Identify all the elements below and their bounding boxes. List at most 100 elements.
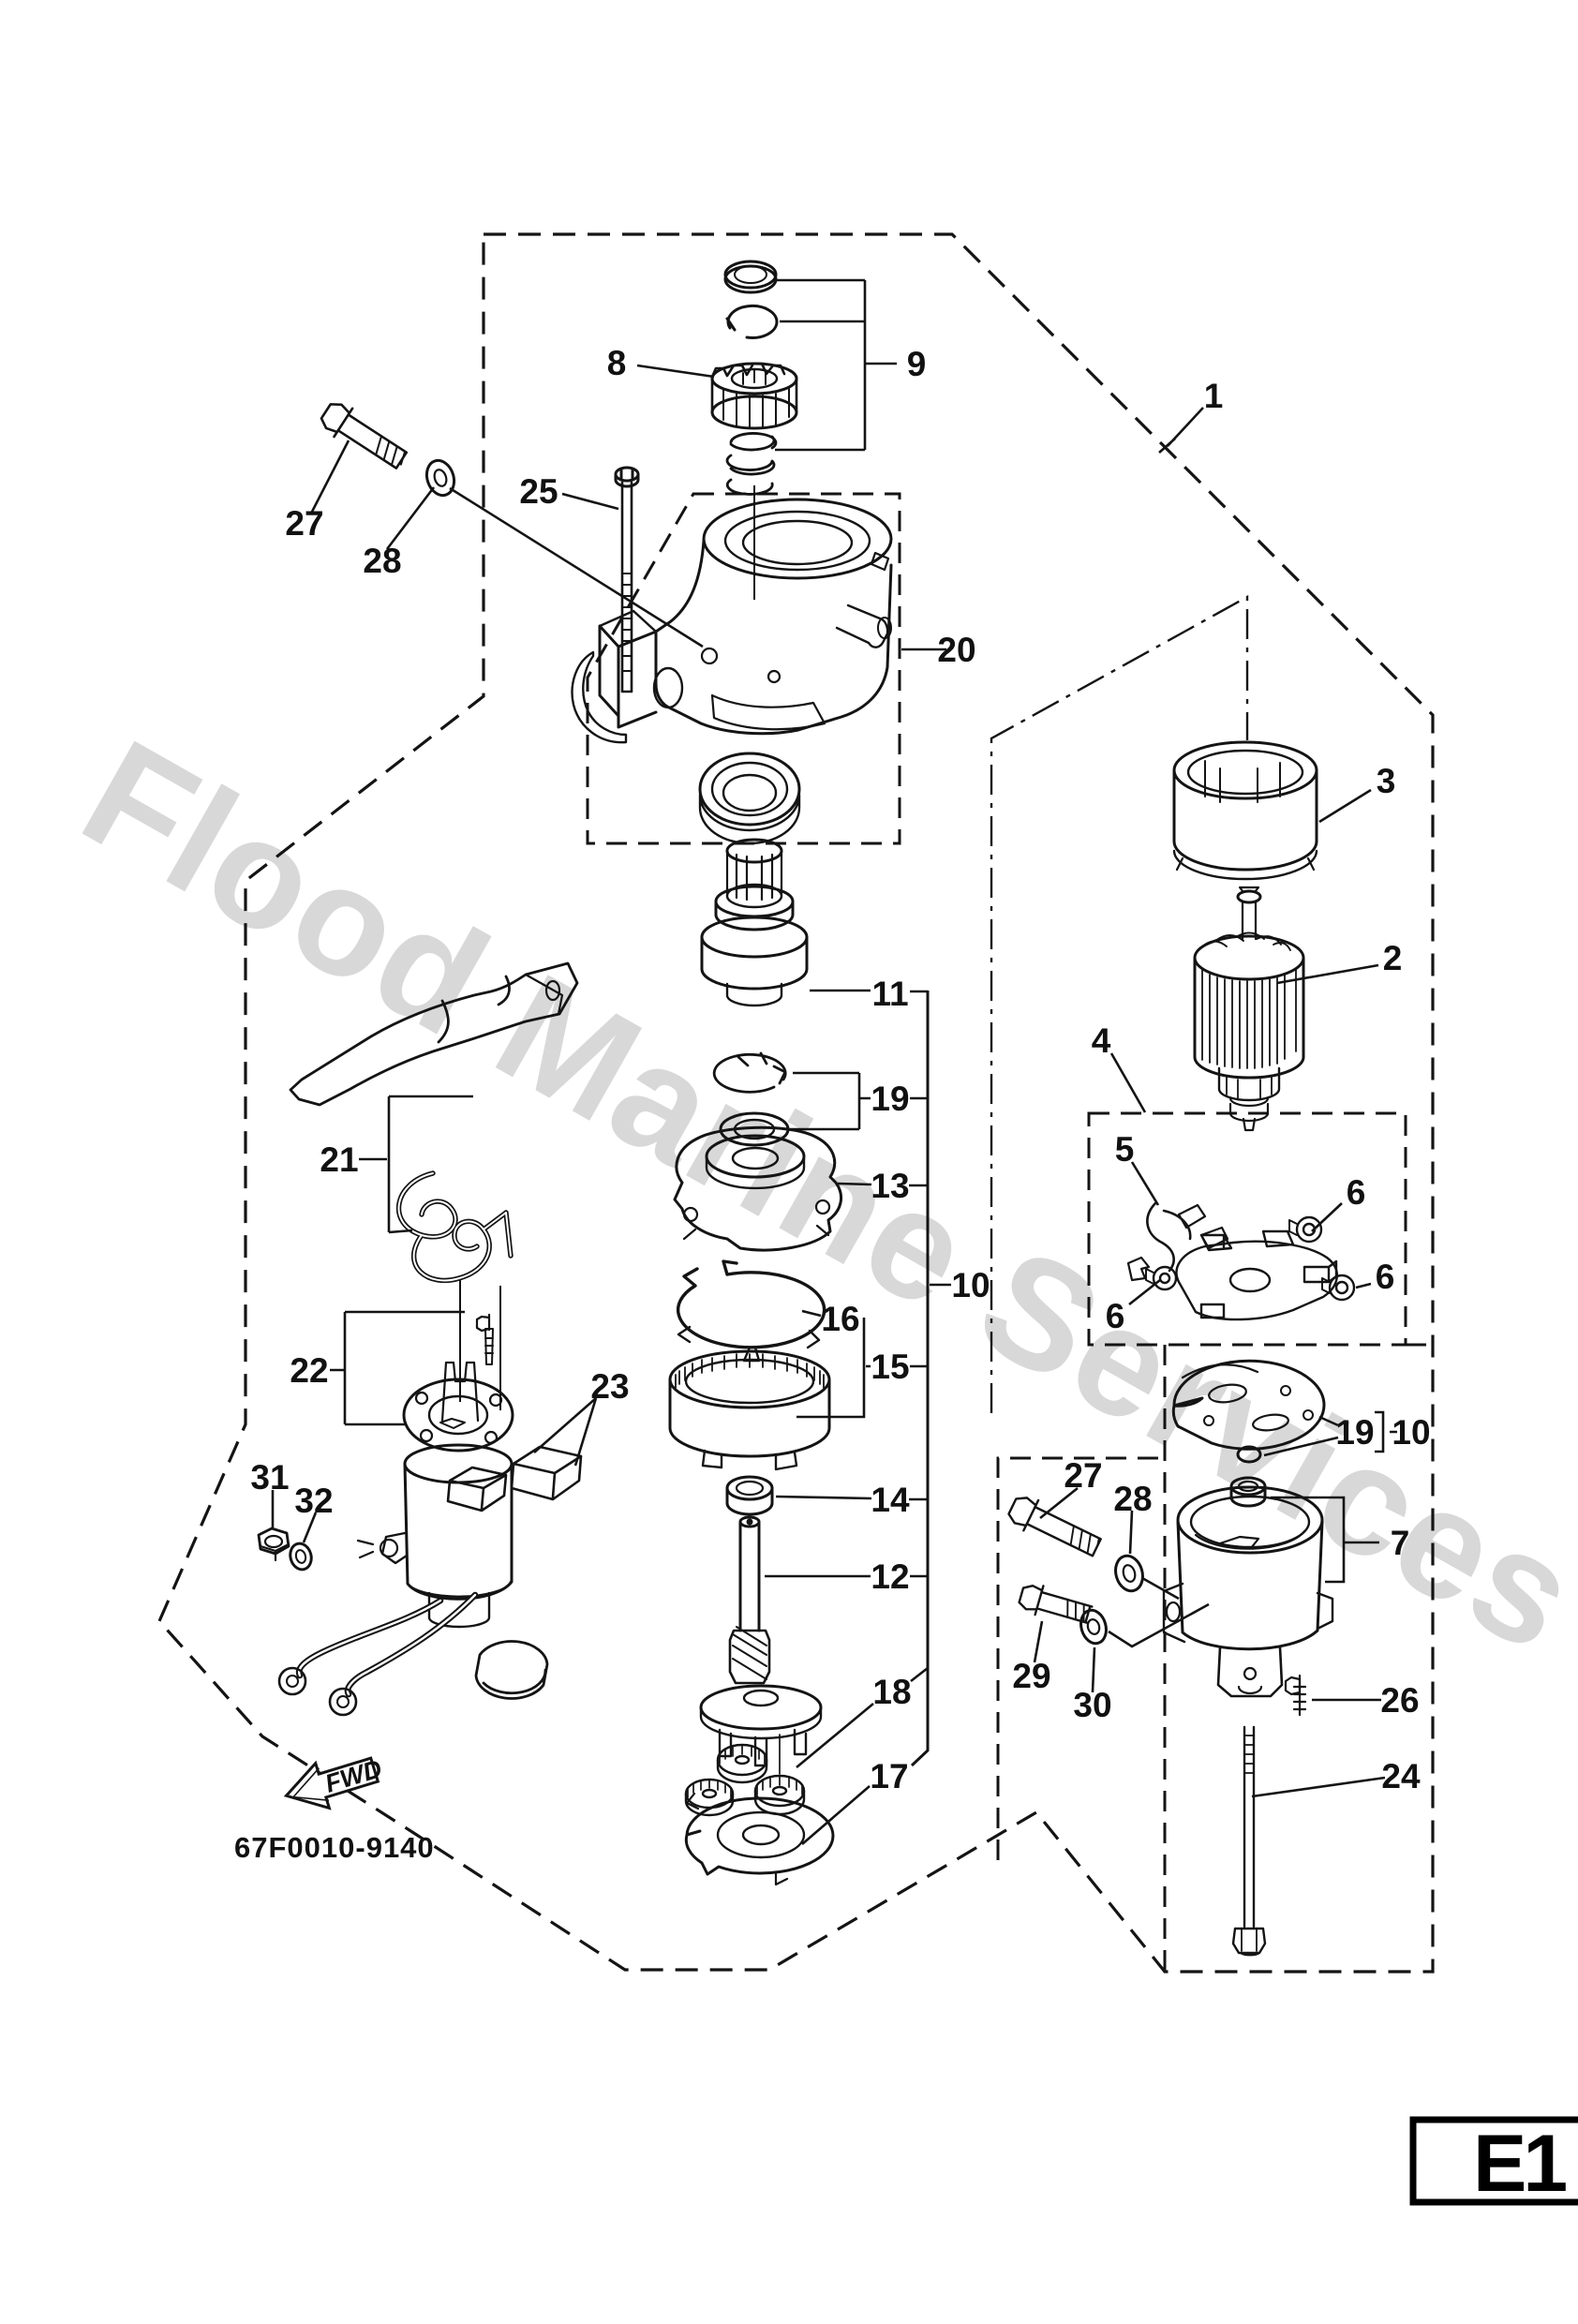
- callout-12: 12: [871, 1557, 909, 1596]
- callout-19: 19: [871, 1080, 909, 1118]
- leader-9-bracket: [775, 278, 897, 452]
- callout-27-bottom: 27: [1064, 1456, 1102, 1495]
- leader-25: [561, 492, 619, 511]
- part-magnet-plate-drawing: [1171, 1359, 1326, 1451]
- part-spring-drawing: [725, 432, 778, 496]
- callout-11: 11: [871, 975, 908, 1013]
- callout-29: 29: [1012, 1657, 1050, 1695]
- part-fork-spring-drawing: [395, 1170, 514, 1284]
- callout-9: 9: [907, 345, 927, 383]
- callout-3: 3: [1377, 762, 1396, 800]
- callout-13: 13: [871, 1167, 909, 1205]
- callout-20: 20: [937, 631, 975, 669]
- leader-1: [1158, 407, 1204, 454]
- part-washer-28-top-drawing: [424, 458, 456, 498]
- part-bolt-25-drawing: [614, 466, 640, 693]
- part-magnetic-switch-drawing: [277, 1313, 514, 1717]
- callout-31: 31: [250, 1458, 289, 1497]
- callout-23: 23: [590, 1367, 629, 1406]
- callout-30: 30: [1073, 1686, 1111, 1724]
- callout-2: 2: [1383, 939, 1403, 977]
- callout-28-bottom: 28: [1113, 1480, 1152, 1518]
- part-brush-holder-drawing: [1126, 1201, 1356, 1321]
- part-internal-gear-drawing: [668, 1349, 831, 1471]
- callout-26: 26: [1380, 1681, 1419, 1720]
- part-gear-cover-drawing: [673, 1125, 843, 1252]
- page-label: E1: [1473, 2119, 1566, 2209]
- bracket-19-10: [1375, 1410, 1385, 1453]
- leader-8: [636, 364, 715, 379]
- leader-17: [801, 1785, 871, 1845]
- leader-22-bracket: [330, 1310, 465, 1426]
- leader-27-top: [310, 439, 350, 513]
- callout-4: 4: [1092, 1021, 1111, 1060]
- callout-19b: 19: [1335, 1413, 1374, 1452]
- part-through-bolt-drawing: [1231, 1725, 1267, 1957]
- part-bolt-27-top-drawing: [320, 403, 409, 469]
- drawing-code: 67F0010-9140: [234, 1831, 435, 1864]
- leader-3: [1318, 788, 1372, 824]
- callout-27-top: 27: [285, 504, 323, 543]
- leader-27-bottom: [1039, 1486, 1079, 1520]
- page-label-box: E1: [1409, 2116, 1578, 2209]
- parts-artwork: [257, 260, 1356, 1957]
- leader-32: [302, 1512, 318, 1543]
- leader-15-bracket: [796, 1318, 928, 1419]
- callout-1: 1: [1204, 377, 1224, 415]
- callout-5: 5: [1115, 1130, 1135, 1169]
- callout-32: 32: [294, 1482, 333, 1520]
- leader-5: [1130, 1161, 1160, 1206]
- callout-6c: 6: [1106, 1297, 1125, 1335]
- part-bolt-29-drawing: [1018, 1584, 1094, 1625]
- leader-21-bracket: [359, 1095, 473, 1234]
- part-cap-drawing: [1236, 1445, 1262, 1464]
- leader-28-top: [385, 486, 704, 648]
- part-washer-plate-drawing: [684, 1792, 835, 1886]
- callout-15: 15: [871, 1348, 909, 1386]
- leader-6: [1128, 1202, 1372, 1306]
- callout-10: 10: [951, 1266, 990, 1304]
- fwd-arrow-label: FWD: [321, 1754, 385, 1798]
- leader-16: [801, 1309, 822, 1318]
- leader-23: [533, 1397, 598, 1467]
- part-bushing-drawing: [723, 260, 778, 294]
- part-nut-31-drawing: [257, 1527, 290, 1562]
- part-upper-bracket-drawing: [571, 498, 893, 744]
- callout-25: 25: [519, 472, 558, 511]
- leader-18: [796, 1666, 929, 1769]
- part-washer-30-drawing: [1079, 1608, 1108, 1646]
- leader-2: [1276, 963, 1379, 985]
- callout-16: 16: [821, 1300, 859, 1338]
- subassembly-axis-line: [990, 594, 1249, 1413]
- part-bearing-drawing: [698, 752, 801, 845]
- leader-30: [1091, 1602, 1210, 1693]
- callout-8: 8: [607, 344, 627, 382]
- callout-14: 14: [871, 1481, 910, 1519]
- leader-14: [775, 1495, 928, 1501]
- part-washer-32-drawing: [289, 1542, 313, 1572]
- callout-21: 21: [320, 1140, 358, 1179]
- leader-29: [1033, 1620, 1044, 1663]
- hardware-dashed-box: [996, 1456, 1165, 1860]
- part-damper-rubber-drawing: [446, 1445, 583, 1700]
- part-lower-bracket-drawing: [1162, 1485, 1334, 1698]
- leader-4: [1109, 1052, 1147, 1113]
- part-shift-fork-drawing: [289, 961, 579, 1107]
- leader-19b: [1263, 1415, 1397, 1457]
- part-armature-drawing: [1193, 886, 1305, 1132]
- callout-22: 22: [290, 1351, 328, 1390]
- part-yoke-drawing: [1172, 740, 1318, 881]
- main-dashed-boundary: [157, 232, 1435, 1974]
- part-planet-gears-drawing: [684, 1734, 806, 1817]
- callout-7: 7: [1391, 1524, 1410, 1562]
- switch-screw: [475, 1313, 494, 1365]
- part-bolt-27b-drawing: [1007, 1497, 1102, 1557]
- part-clutch-drawing: [700, 838, 809, 1007]
- part-bushing-14-drawing: [725, 1475, 774, 1516]
- callout-6a: 6: [1347, 1173, 1366, 1212]
- callout-17: 17: [870, 1757, 908, 1795]
- callout-labels: 1 2 3 4 5 6 6 6 7 8 9 10 11 12 13 14 15 …: [250, 344, 1430, 1795]
- callout-6b: 6: [1376, 1258, 1395, 1296]
